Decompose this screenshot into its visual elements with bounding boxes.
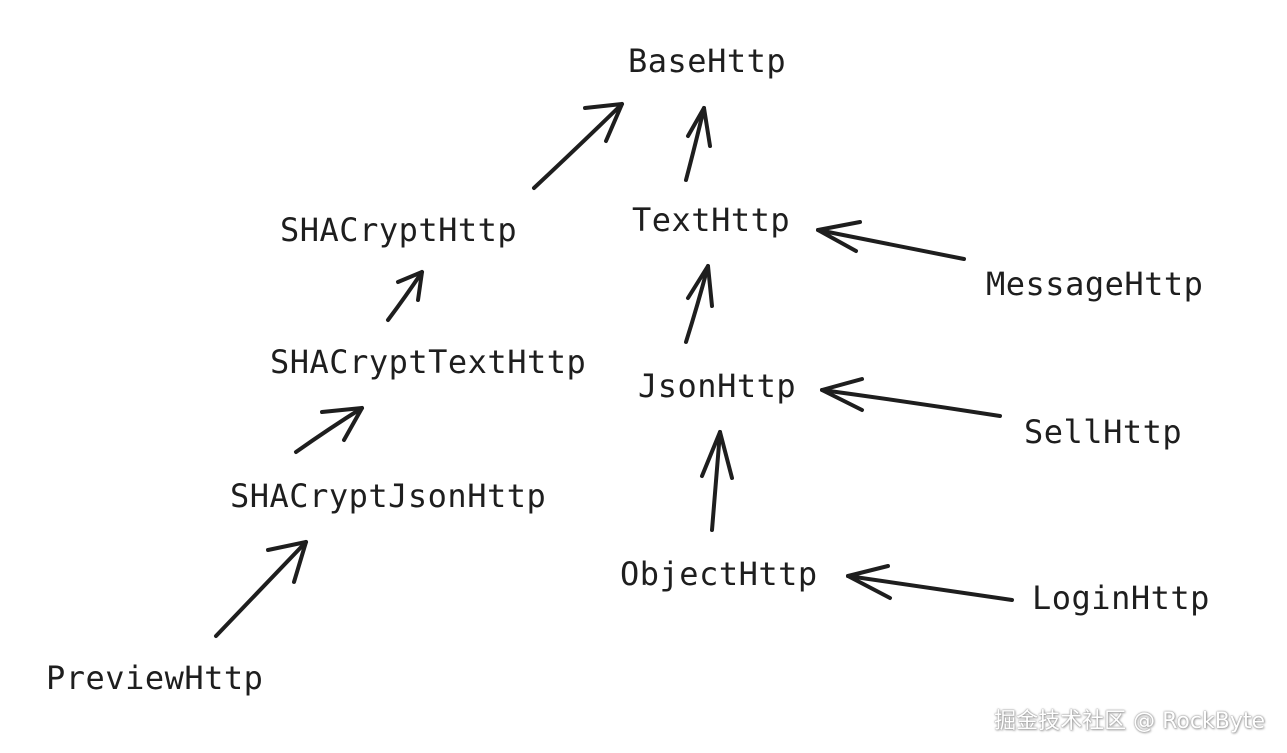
arrow-shacrypttext-to-shacrypt (386, 270, 424, 322)
arrow-json-to-text (684, 264, 714, 344)
node-sha-crypt-http: SHACryptHttp (280, 211, 518, 249)
arrow-sell-to-json (820, 377, 1002, 418)
node-preview-http: PreviewHttp (46, 659, 264, 697)
node-sell-http: SellHttp (1024, 413, 1183, 451)
node-message-http: MessageHttp (986, 265, 1204, 303)
watermark-text: 掘金技术社区 @ RockByte (994, 709, 1265, 734)
node-sha-crypt-json-http: SHACryptJsonHttp (230, 477, 547, 515)
node-base-http: BaseHttp (628, 42, 787, 80)
node-login-http: LoginHttp (1032, 579, 1210, 617)
node-sha-crypt-text-http: SHACryptTextHttp (270, 343, 587, 381)
arrow-object-to-json (700, 430, 734, 532)
arrow-login-to-object (846, 564, 1014, 602)
arrow-shacryptjson-to-shacrypttext (294, 406, 364, 454)
arrow-message-to-text (816, 220, 966, 261)
node-text-http: TextHttp (632, 201, 791, 239)
arrow-text-to-base (684, 106, 712, 182)
arrow-preview-to-shacryptjson (214, 540, 308, 638)
arrow-shacrypt-to-base (532, 102, 624, 190)
node-json-http: JsonHttp (638, 367, 797, 405)
node-object-http: ObjectHttp (620, 555, 818, 593)
